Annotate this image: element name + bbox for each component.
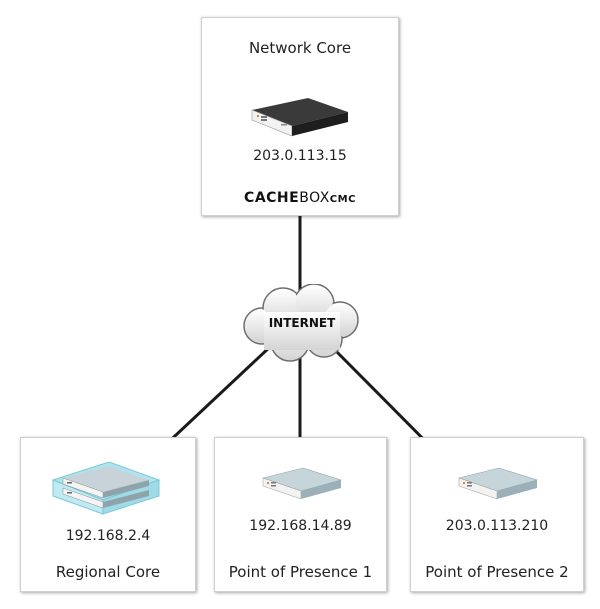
pop2-appliance-icon	[457, 467, 539, 500]
network-core-box: Network Core 203.0.113.15 CACHEBOXCMC	[201, 17, 399, 216]
core-appliance-icon	[251, 98, 348, 137]
cachebox-cmc-logo: CACHEBOXCMC	[244, 190, 356, 206]
pop2-title: Point of Presence 2	[425, 563, 569, 581]
regional-core-title: Regional Core	[55, 563, 161, 581]
pop1-appliance-icon	[261, 467, 343, 500]
pop2-ip: 203.0.113.210	[445, 518, 549, 534]
network-core-ip: 203.0.113.15	[253, 148, 347, 164]
internet-cloud-icon	[243, 284, 359, 362]
pop1-title: Point of Presence 1	[228, 563, 373, 581]
pop1-ip: 192.168.14.89	[249, 518, 352, 534]
regional-appliance-stack-icon	[51, 461, 161, 515]
regional-core-box: 192.168.2.4 Regional Core	[20, 437, 196, 592]
network-core-title: Network Core	[248, 39, 352, 57]
internet-label: INTERNET	[268, 316, 336, 330]
pop2-box: 203.0.113.210 Point of Presence 2	[410, 437, 584, 592]
pop1-box: 192.168.14.89 Point of Presence 1	[214, 437, 387, 592]
regional-core-ip: 192.168.2.4	[65, 528, 151, 544]
